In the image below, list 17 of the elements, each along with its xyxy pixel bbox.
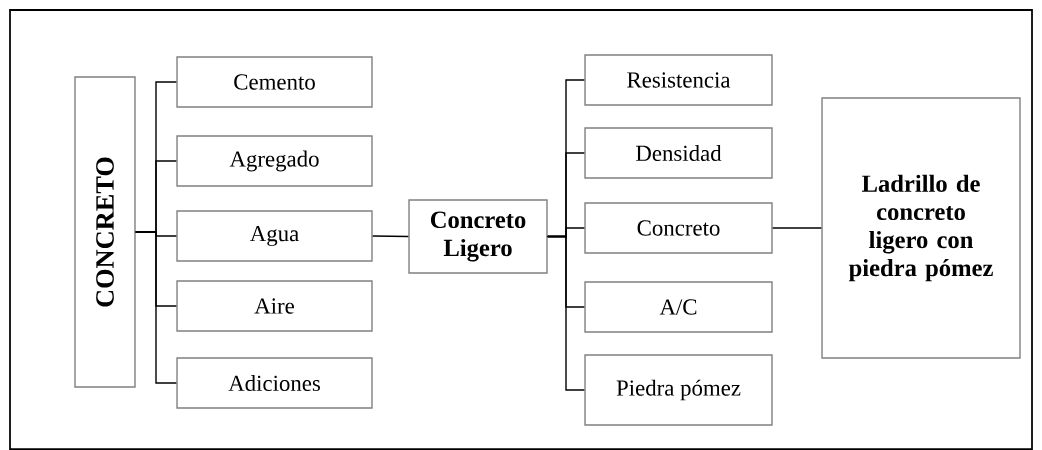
result-box: Ladrillo de concreto ligero con piedra pómez: [821, 97, 1021, 359]
category-box: CONCRETO: [74, 76, 136, 388]
item-box: A/C: [584, 281, 773, 333]
item-box: Piedra pómez: [584, 354, 773, 426]
item-box: Agregado: [176, 135, 373, 187]
connector-line: [135, 231, 178, 384]
item-box: Agua: [176, 210, 373, 262]
connector-line: [547, 235, 586, 391]
item-box: Adiciones: [176, 357, 373, 409]
item-box: Aire: [176, 280, 373, 332]
item-box: Cemento: [176, 56, 373, 108]
connector-line: [371, 235, 409, 238]
item-box: Densidad: [584, 127, 773, 179]
connector-line: [772, 227, 823, 229]
item-box: Resistencia: [584, 54, 773, 106]
item-box: Concreto: [584, 202, 773, 254]
result-box: Concreto Ligero: [408, 199, 548, 274]
